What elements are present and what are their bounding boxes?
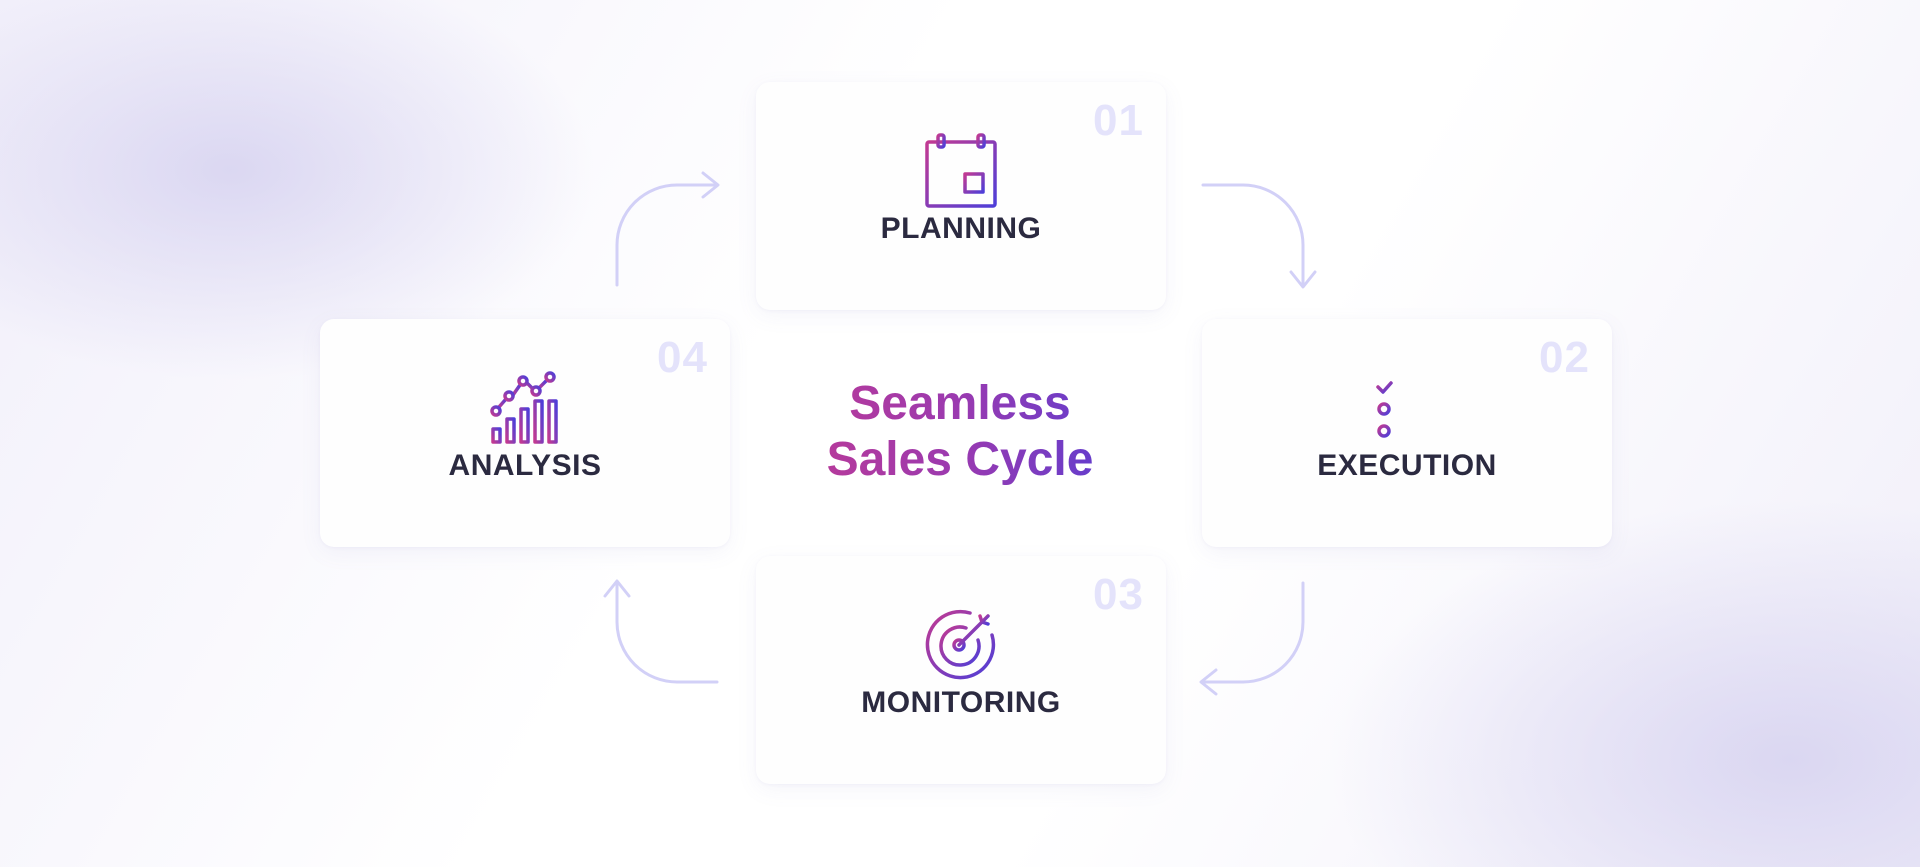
- title-line-2: Sales Cycle: [760, 432, 1160, 488]
- step-label: EXECUTION: [1317, 449, 1497, 482]
- step-card-analysis: 04 ANALYSIS: [320, 319, 730, 547]
- step-label: MONITORING: [861, 686, 1061, 719]
- step-label: PLANNING: [880, 212, 1042, 245]
- step-number: 01: [1093, 96, 1144, 145]
- step-number: 03: [1093, 570, 1144, 619]
- diagram-title: Seamless Sales Cycle: [760, 376, 1160, 488]
- growth-chart-icon: [490, 371, 558, 444]
- step-number: 02: [1539, 333, 1590, 382]
- arrow-analysis-to-planning: [615, 171, 720, 287]
- step-label: ANALYSIS: [448, 449, 602, 482]
- arrow-planning-to-execution: [1201, 183, 1317, 289]
- step-card-monitoring: 03 MONITORING: [756, 556, 1166, 784]
- step-card-execution: 02 EXECUTION: [1202, 319, 1612, 547]
- target-icon: [925, 609, 996, 680]
- checklist-icon: [1376, 381, 1437, 438]
- step-card-planning: 01 PLANNING: [756, 82, 1166, 310]
- arrow-monitoring-to-analysis: [603, 579, 719, 684]
- step-number: 04: [657, 333, 708, 382]
- arrow-execution-to-monitoring: [1199, 581, 1305, 696]
- calendar-icon: [925, 133, 997, 208]
- title-line-1: Seamless: [760, 376, 1160, 432]
